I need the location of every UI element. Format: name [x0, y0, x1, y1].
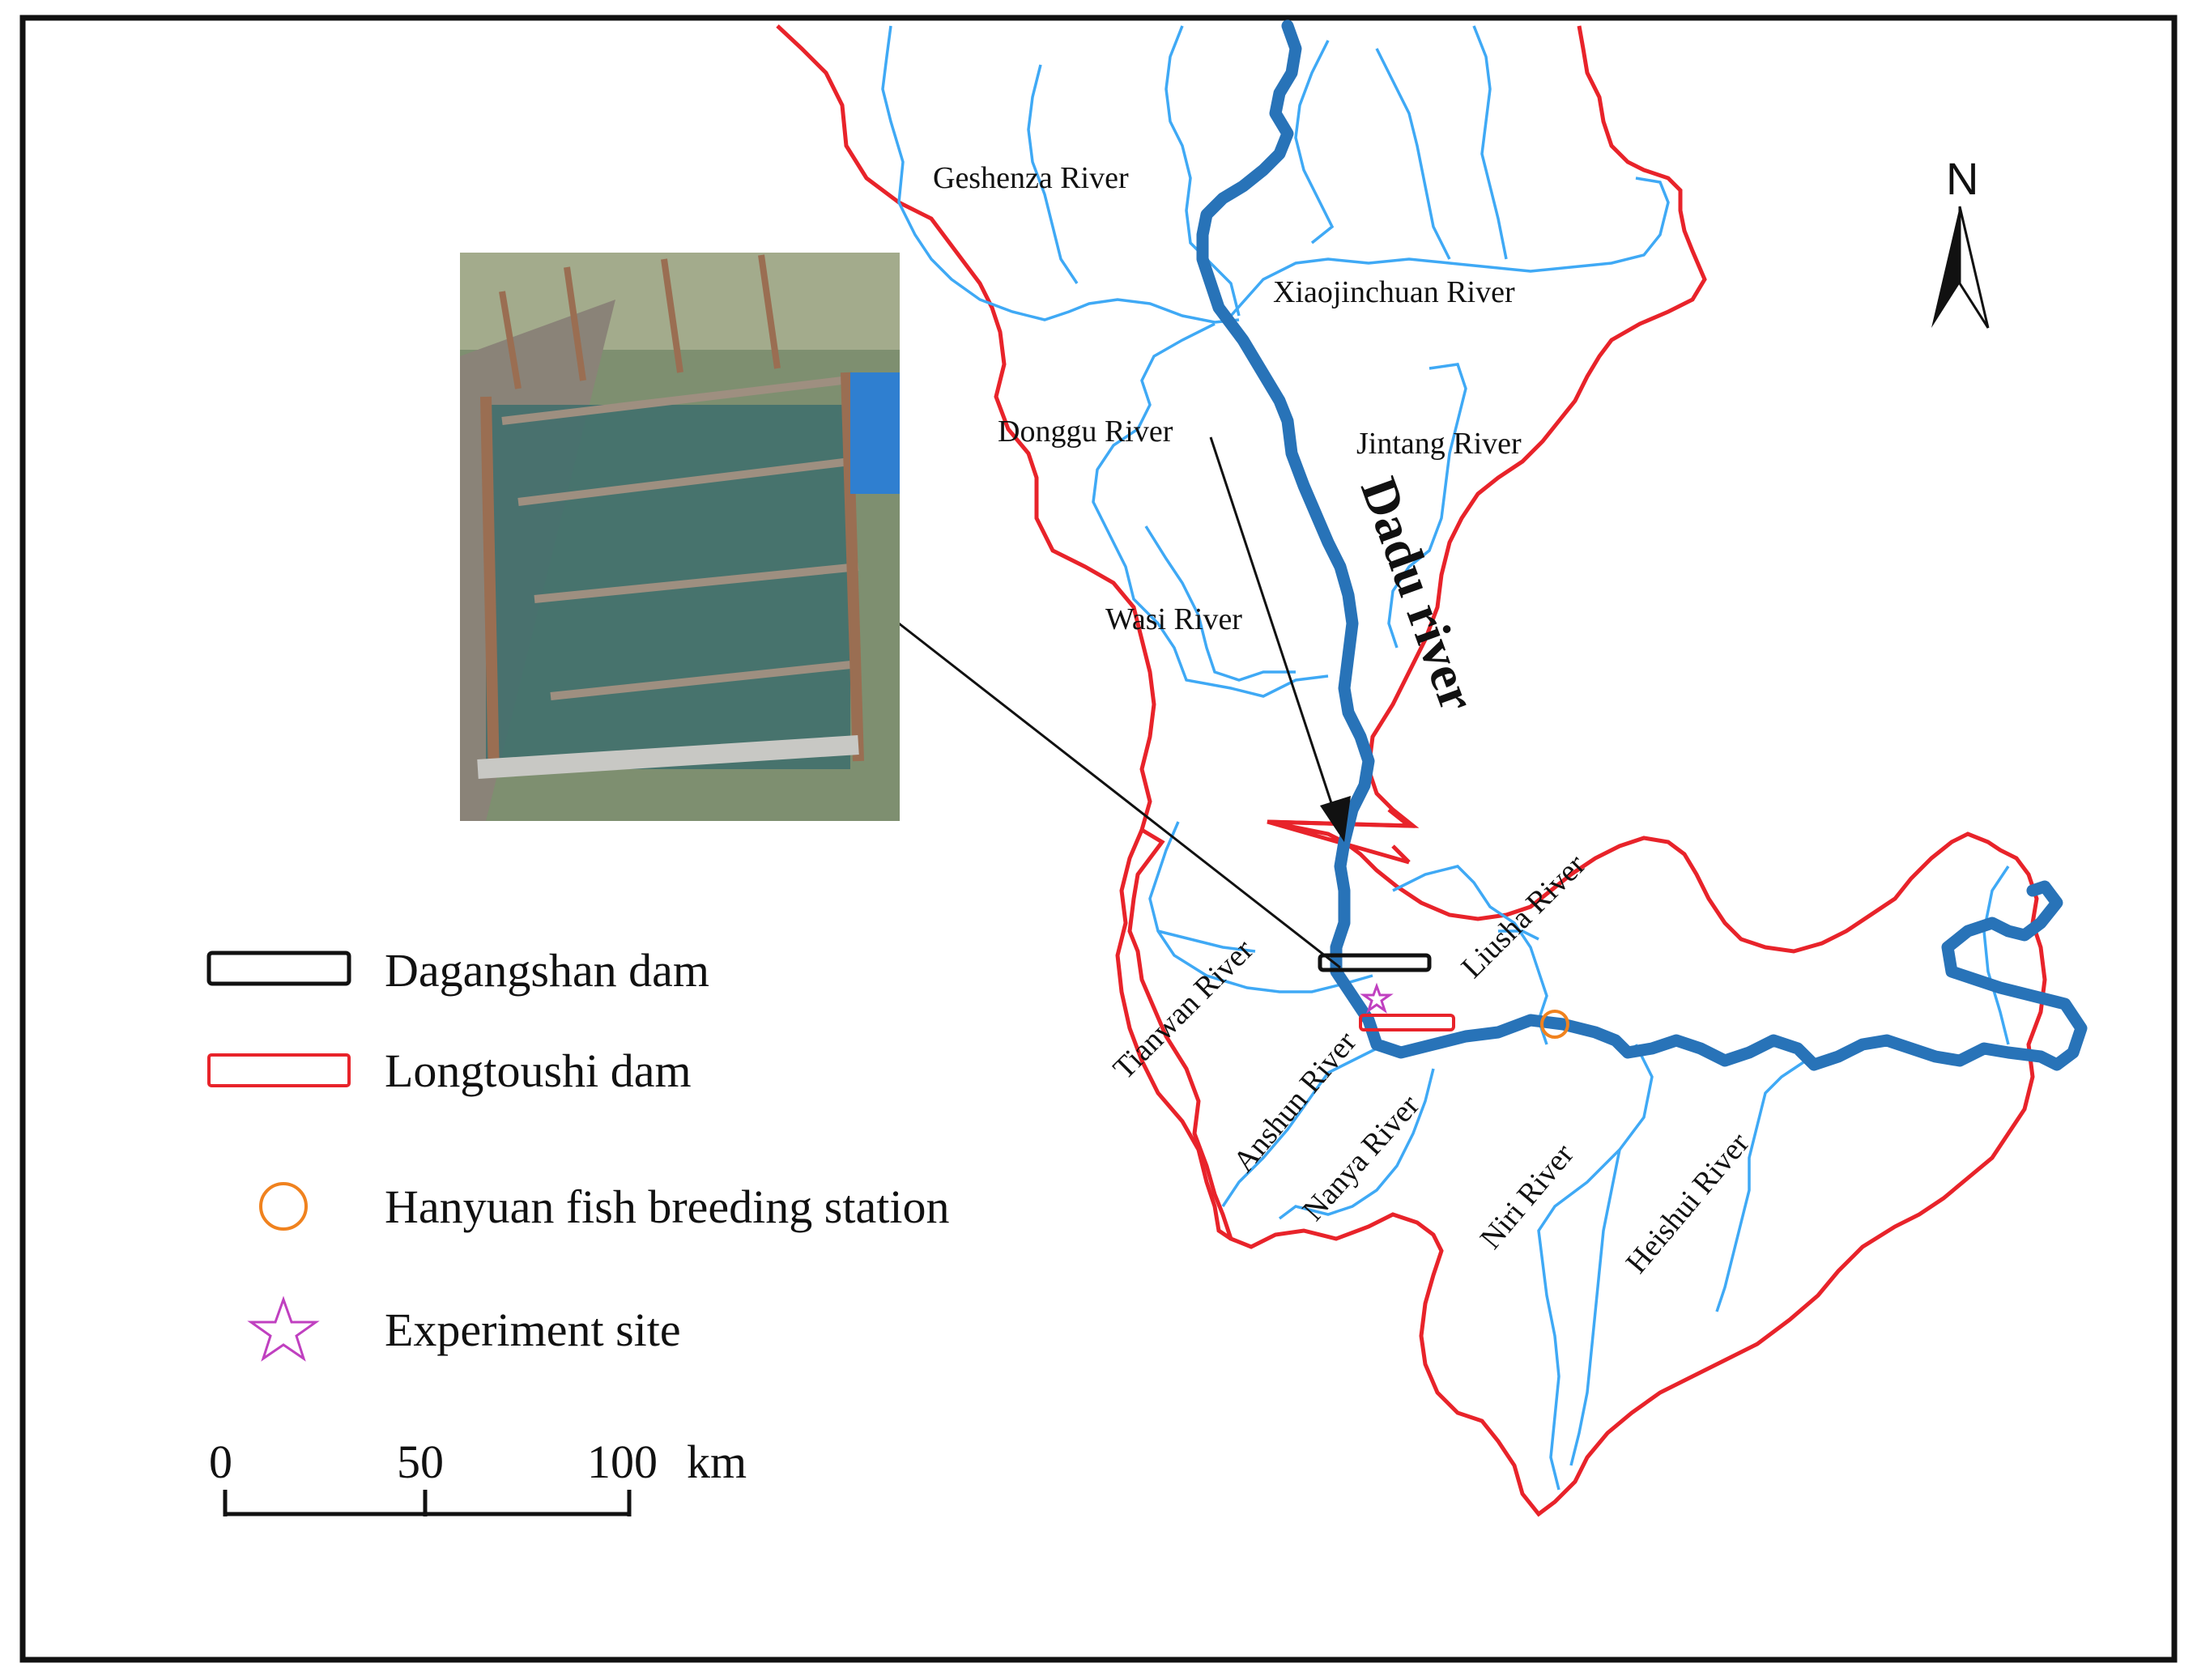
- label-wasi-river: Wasi River: [1105, 602, 1242, 636]
- scale-tick-100: 100: [587, 1435, 658, 1488]
- longtoushi-dam-marker: [1359, 1014, 1455, 1031]
- legend-longtoushi-symbol: [207, 1053, 351, 1087]
- geshenza-branch-3: [1294, 40, 1335, 245]
- experiment-site-marker: [1360, 982, 1394, 1014]
- legend-dagangshan-symbol: [207, 951, 351, 986]
- tianwan-branch: [1157, 929, 1256, 953]
- legend-longtoushi-label: Longtoushi dam: [385, 1044, 692, 1097]
- xiaojinchuan-branch-2: [1375, 48, 1451, 260]
- niri-river: [1537, 1044, 1654, 1491]
- label-donggu-river: Donggu River: [998, 415, 1173, 449]
- nanya-river: [1278, 1068, 1435, 1220]
- niri-branch: [1569, 1149, 1621, 1466]
- tributaries: [881, 25, 2010, 1491]
- anshun-river: [1221, 1047, 1377, 1207]
- liusha-river: [1392, 865, 1548, 1045]
- xiaojinchuan-branch-1: [1472, 25, 1508, 260]
- geshenza-branch-2: [1164, 25, 1241, 317]
- basin-boundary-upper: [1267, 25, 1707, 828]
- scale-tick-50: 50: [397, 1435, 444, 1488]
- tianwan-river: [1148, 821, 1373, 993]
- label-jintang-river: Jintang River: [1356, 427, 1522, 461]
- legend-hanyuan-label: Hanyuan fish breeding station: [385, 1180, 949, 1233]
- liusha-branch: [1498, 929, 1539, 941]
- basin-boundary-lower-left: [1115, 829, 1233, 1241]
- donggu-arrow-line: [1209, 436, 1338, 819]
- heishui-branch: [1982, 866, 2010, 1045]
- scale-bar: 0 50 100 km: [209, 1435, 747, 1516]
- dagangshan-dam-marker: [1318, 953, 1432, 972]
- dadu-main-river: [1196, 19, 2088, 1071]
- donggu-arrow-head: [1320, 796, 1351, 842]
- map-legend: Dagangshan dam Longtoushi dam Hanyuan fi…: [207, 944, 949, 1362]
- geshenza-river: [881, 25, 1240, 324]
- label-xiaojinchuan-river: Xiaojinchuan River: [1273, 275, 1515, 309]
- scale-unit: km: [687, 1435, 747, 1488]
- wasi-river: [1144, 525, 1296, 682]
- photo-pointer-line: [898, 622, 1341, 969]
- legend-experiment-symbol: [247, 1295, 320, 1362]
- donggu-river: [1092, 322, 1329, 698]
- legend-hanyuan-symbol: [259, 1182, 308, 1231]
- hanyuan-station-marker: [1540, 1010, 1569, 1039]
- heishui-river: [1715, 1059, 1807, 1312]
- legend-dagangshan-label: Dagangshan dam: [385, 944, 709, 997]
- north-label: N: [1946, 153, 1978, 204]
- map-frame: [19, 15, 2178, 1663]
- xiaojinchuan-river: [1229, 177, 1670, 317]
- geshenza-branch-1: [1027, 64, 1079, 284]
- label-geshenza-river: Geshenza River: [933, 161, 1129, 195]
- jintang-river: [1387, 363, 1467, 649]
- legend-experiment-label: Experiment site: [385, 1304, 681, 1356]
- net-cage-photo: [460, 253, 900, 821]
- scale-tick-0: 0: [209, 1435, 232, 1488]
- north-arrow-icon: N: [1931, 153, 1990, 329]
